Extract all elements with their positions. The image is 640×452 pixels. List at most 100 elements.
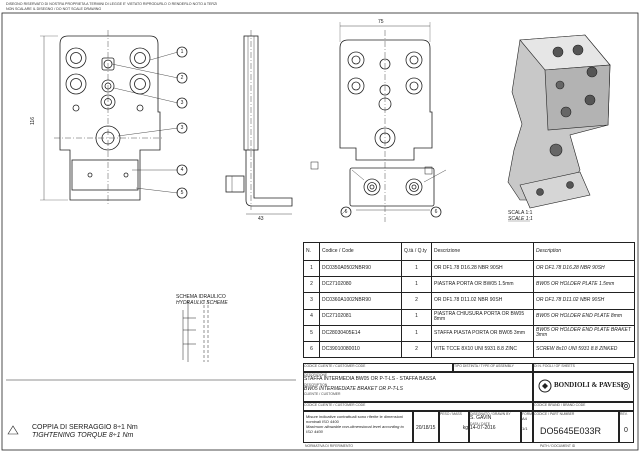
bom-header-desc-it: Descrizione [431,242,534,261]
balloon-1: 1 [180,49,184,55]
bom-qty: 2 [401,340,432,359]
tb-rev-label: REV. [620,412,628,416]
company-name: BONDIOLI & PAVESI [554,381,624,389]
hydraulic-label: SCHEMA IDRAULICO [176,294,226,300]
balloon-4: 4 [180,167,184,173]
tb-rev-value: 0 [624,427,628,434]
tb-footer-right: PATH / DOCUMENT ID [540,444,576,448]
tb-tolerance: Misure indicative contrattuali sono rife… [303,411,413,443]
tb-customer-code: CODICE CLIENTE / CUSTOMER CODE [303,363,453,372]
bom-desc-en: SCREW 8x10 UNI 5931 8.8 ZINKED [533,340,635,359]
table-row: 2 DC27102080 1 PIASTRA PORTA OR BW05 1.5… [303,276,635,294]
balloon-6a: 6 [344,209,348,215]
tb-company: BONDIOLI & PAVESI [533,372,634,402]
balloon-3b: 3 [180,125,184,131]
bill-of-materials: N. Codice / Code Q.tà / Q.ty Descrizione… [303,242,635,359]
tb-desc-label: DESCRIZIONE [304,373,328,377]
hydraulic-label-en: HYDRAULIC SCHEME [176,300,228,306]
tb-weight-label: PESO / MASS [440,412,462,416]
tb-format-value: A4 [522,416,527,421]
table-row: 4 DC27102081 1 PIASTRA CHIUSURA PORTA OR… [303,308,635,326]
projection-icon [622,382,630,390]
tb-customer-desc: CODICE CLIENTE / CUSTOMER CODE [303,402,533,411]
tb-format: FORMATO A4 1/1 [521,411,533,443]
bom-qty: 1 [401,276,432,294]
isometric-view [507,34,611,209]
bom-header-n: N. [303,242,320,261]
tb-brand-code: CODICE BRAND / BRAND CODE [533,402,634,411]
bom-qty: 1 [401,259,432,278]
bom-desc-it: PIASTRA PORTA OR BW05 1.5mm [431,276,534,294]
bom-n: 6 [303,340,320,359]
tb-part-number: CODICE / PART NUMBER DO5645E033R [533,411,619,443]
tb-tolerance-note-en: Maximum allowable non-dimensional level … [306,424,404,434]
tb-description: DESCRIZIONE STAFFA INTERMEDIA BW05 OR P-… [303,372,533,402]
bom-n: 3 [303,292,320,310]
table-row: 5 DC28030405E14 1 STAFFA PIASTA PORTA OR… [303,324,635,342]
tb-revision: REV. 0 [619,411,634,443]
balloon-6b: 6 [434,209,438,215]
bom-qty: 2 [401,292,432,310]
header-note-2: NON SCALARE IL DISEGNO / DO NOT SCALE DR… [6,7,102,11]
balloon-2: 2 [180,75,184,81]
bom-header-desc-en: Description [533,242,635,261]
dim-width: 75 [378,19,384,25]
tb-sheets: DI N. FOGLI / OF SHEETS [533,363,634,372]
tb-assembly-type-label: TIPO DISTINTA / TYPE OF ASSEMBLY [454,364,514,368]
tb-sheet-value: 1/1 [522,425,528,431]
balloon-3a: 3 [180,100,184,106]
bom-n: 5 [303,324,320,342]
tb-brand-code-label: CODICE BRAND / BRAND CODE [534,403,586,407]
scale-label-en: SCALE 1:1 [508,216,533,222]
bom-desc-it: OR DF1.78 D11.02 NBR 90SH [431,292,534,310]
bom-desc-it: OR DF1.78 D16.28 NBR 90SH [431,259,534,278]
torque-label-en: TIGHTENING TORQUE 8÷1 Nm [32,432,134,439]
bom-code: DC27102080 [319,276,402,294]
tb-drawn: DISEGNATO / DRAWN BY S. GAVIN DATA / DAT… [469,411,521,443]
tb-date-cell: 20/18/15 [413,411,439,443]
side-view [225,30,293,215]
tb-format-label: FORMATO [522,412,532,416]
tb-weight-unit: kg [462,425,468,431]
bom-code: DC0360A1002NBR90 [319,292,402,310]
hydraulic-scheme [182,300,209,362]
bom-qty: 1 [401,308,432,326]
dim-depth: 43 [258,216,264,222]
tb-checked-label: DATA / DATE [470,421,490,426]
bom-n: 2 [303,276,320,294]
tb-desc-en-label: DESCRIPTION [304,382,328,387]
table-row: 6 DC39010080010 2 VITE TCCE 8X10 UNI 593… [303,340,635,359]
tb-code-value: DO5645E033R [540,426,602,436]
bom-header-row: N. Codice / Code Q.tà / Q.ty Descrizione… [303,242,635,261]
tb-customer-desc-label: CODICE CLIENTE / CUSTOMER CODE [304,403,366,407]
tb-desc-it: STAFFA INTERMEDIA BW05 OR P-T-LS - STAFF… [304,376,436,382]
bom-qty: 1 [401,324,432,342]
table-row: 3 DC0360A1002NBR90 2 OR DF1.78 D11.02 NB… [303,292,635,310]
bom-header-code: Codice / Code [319,242,402,261]
tb-drawn-value: S. GAVIN [470,415,492,421]
bom-desc-it: STAFFA PIASTA PORTA OR BW05 3mm [431,324,534,342]
balloon-5: 5 [180,190,184,196]
bom-desc-en: OR DF1.78 D11.02 NBR 90SH [533,292,635,310]
bom-n: 4 [303,308,320,326]
bom-code: DC27102081 [319,308,402,326]
front-view [54,30,164,206]
bom-code: DC28030405E14 [319,324,402,342]
tb-code-label: CODICE / PART NUMBER [534,412,575,416]
bom-desc-it: VITE TCCE 8X10 UNI 5931 8.8 ZINC [431,340,534,359]
dim-height: 116 [29,117,36,125]
tb-sheets-label: DI N. FOGLI / OF SHEETS [534,364,575,368]
tb-desc-en: BW05 INTERMEDIATE BRAKET OR P-T-LS [304,385,403,392]
company-logo-icon [538,379,552,393]
tb-drawn-label: DISEGNATO / DRAWN BY [470,412,511,416]
header-note-1: DISEGNO RISERVATO DI NOSTRA PROPRIETA A … [6,2,218,6]
tb-weight: PESO / MASS kg [439,411,469,443]
bom-n: 1 [303,259,320,278]
rear-view [339,22,435,222]
bom-desc-en: BW05 OR HOLDER END PLATE BRAKET 3mm [533,324,635,342]
tb-checked-value: 14-07-2016 [470,424,496,431]
bom-desc-en: OR DF1.78 D16.28 NBR 90SH [533,259,635,278]
bom-desc-en: BW05 OR HOLDER END PLATE 8mm [533,308,635,326]
tb-customer-label: CLIENTE / CUSTOMER [304,392,341,397]
